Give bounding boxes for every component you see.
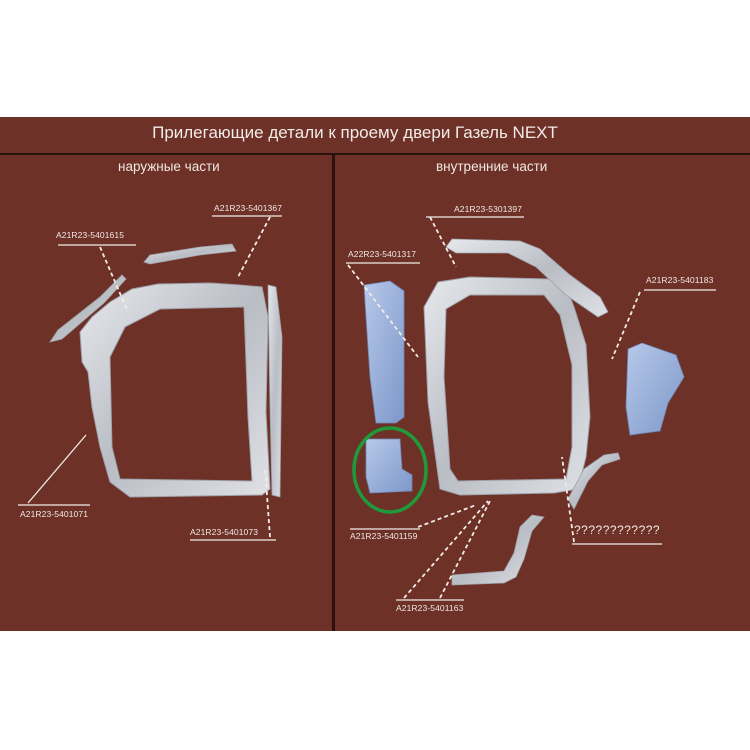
leader-5401071-dash — [27, 434, 87, 504]
part-label-5401317: A22R23-5401317 — [348, 249, 417, 259]
inner-roof-rail — [445, 238, 609, 318]
outer-roof-strip — [143, 243, 237, 265]
section-divider — [332, 153, 335, 631]
wheel-arch-strip — [567, 452, 621, 510]
leader-5401073-dash — [264, 466, 271, 538]
outer-a-pillar-strip — [49, 274, 127, 343]
diagram-title: Прилегающие детали к проему двери Газель… — [152, 123, 558, 142]
part-label-5401163: A21R23-5401163 — [396, 603, 464, 613]
leader-5401367-dash — [237, 216, 271, 278]
part-label-5401159: A21R23-5401159 — [350, 531, 418, 541]
part-label-5401073: A21R23-5401073 — [190, 527, 259, 537]
leader-5301397-dash — [429, 216, 457, 268]
part-label-5401071: A21R23-5401071 — [20, 509, 89, 519]
title-band: Прилегающие детали к проему двери Газель… — [0, 117, 750, 153]
leader-5401183-dash — [611, 291, 641, 360]
leader-5401317-dash — [347, 264, 419, 358]
inner-door-frame — [423, 276, 591, 496]
leader-5401159-dash — [417, 504, 477, 528]
outer-b-pillar-strip — [267, 284, 283, 498]
leader-unknown-dash — [561, 456, 575, 543]
part-label-5401367: A21R23-5401367 — [214, 203, 283, 213]
highlight-circle — [352, 426, 428, 514]
leader-5401615-dash — [99, 246, 129, 313]
header-divider — [0, 153, 750, 155]
part-label-5301397: A21R23-5301397 — [454, 204, 523, 214]
inner-b-pillar-bracket — [625, 342, 685, 436]
outer-door-frame — [79, 282, 271, 498]
inner-a-pillar-panel — [363, 280, 405, 424]
diagram-board: Прилегающие детали к проему двери Газель… — [0, 117, 750, 631]
sill-step-part — [451, 514, 545, 586]
part-label-5401183: A21R23-5401183 — [646, 275, 714, 285]
parts-illustration — [18, 215, 716, 601]
lower-reinforcement-panel — [365, 438, 413, 494]
leader-5401163-dash-1 — [403, 500, 489, 599]
part-label-unknown: ???????????? — [574, 523, 661, 537]
outer-section-title: наружные части — [118, 159, 220, 174]
part-label-5401615: A21R23-5401615 — [56, 230, 125, 240]
inner-section-title: внутренние части — [436, 159, 548, 174]
